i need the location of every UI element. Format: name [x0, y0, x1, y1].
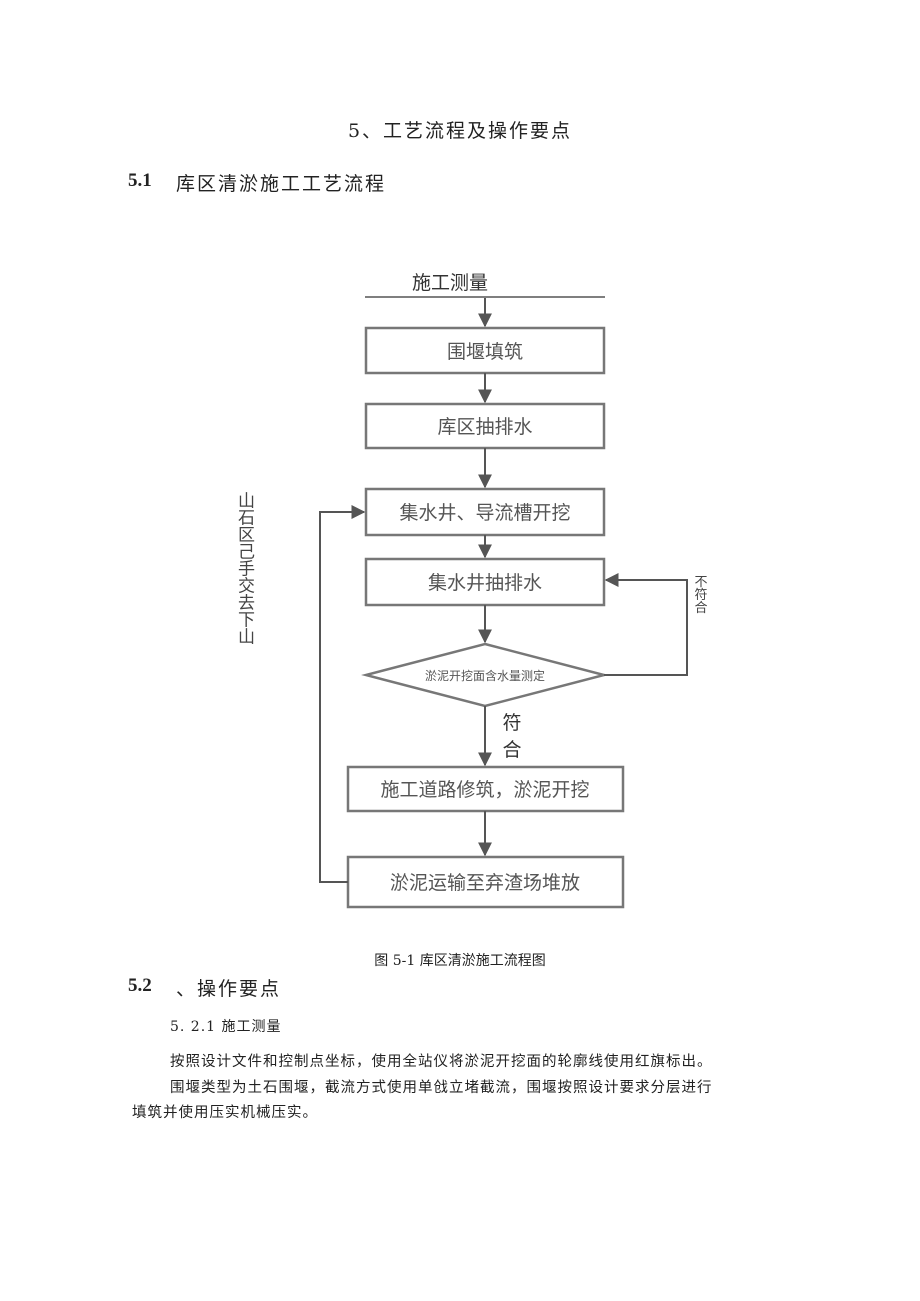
paragraph-1: 按照设计文件和控制点坐标，使用全站仪将淤泥开挖面的轮廓线使用红旗标出。 — [170, 1054, 713, 1070]
flowchart: 施工测量 围堰填筑 库区抽排水 集水井、导流槽开挖 集水井抽排水 淤泥开挖面含水… — [234, 272, 708, 909]
section-title-5-1: 库区清淤施工工艺流程 — [176, 173, 387, 195]
arrow-left-loop — [319, 505, 366, 883]
section-number-5-1: 5.1 — [128, 170, 152, 191]
section-title-5-2: 、操作要点 — [176, 978, 282, 1000]
flow-step-5-box — [346, 765, 625, 813]
paragraph-2-line-2: 填筑并使用压实机械压实。 — [132, 1105, 318, 1121]
loop-right-label: 不符合 — [692, 575, 708, 614]
flow-step-5-label: 施工道路修筑，淤泥开挖 — [380, 779, 589, 801]
flow-step-3-label: 集水井、导流槽开挖 — [399, 502, 570, 524]
arrow-not-met-loop — [604, 573, 688, 676]
loop-left-label: 山石区己手交去下山 — [234, 491, 255, 644]
flow-start-label: 施工测量 — [412, 272, 488, 294]
flow-step-6-label: 淤泥运输至弃渣场堆放 — [390, 872, 580, 894]
chapter-heading: 5、工艺流程及操作要点 — [347, 120, 573, 142]
flow-step-1-label: 围堰填筑 — [447, 341, 523, 363]
flow-step-2-label: 库区抽排水 — [437, 416, 532, 438]
flow-step-6-box — [346, 855, 625, 909]
flow-decision-label: 淤泥开挖面含水量测定 — [425, 668, 545, 683]
paragraph-2-line-1: 围堰类型为土石围堰，截流方式使用单戗立堵截流，围堰按照设计要求分层进行 — [170, 1080, 713, 1096]
yes-label-1: 符 — [502, 712, 521, 734]
section-number-5-2: 5.2 — [128, 975, 152, 996]
flow-step-4-box — [364, 557, 606, 607]
figure-caption: 图 5-1 库区清淤施工流程图 — [374, 953, 546, 969]
flow-step-4-label: 集水井抽排水 — [428, 572, 542, 594]
yes-label-2: 合 — [502, 739, 521, 761]
subsection-heading: 5. 2.1 施工测量 — [170, 1019, 282, 1035]
